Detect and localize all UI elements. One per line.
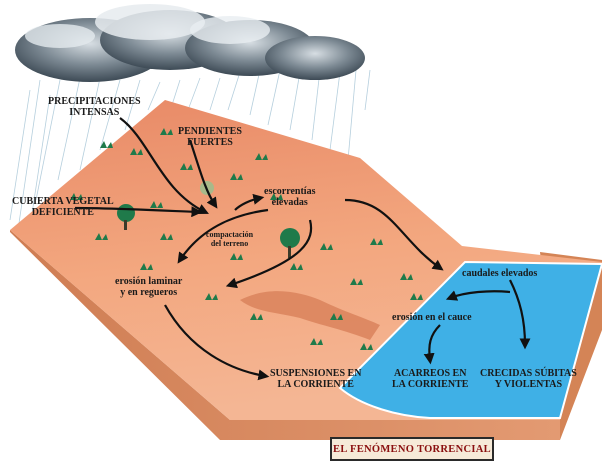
- arrow-compaction-to-escorrentias: [234, 193, 265, 211]
- arrow-erosion-cauce-to-acarreos: [423, 324, 441, 365]
- vegetation: [70, 128, 423, 350]
- label-caudales: caudales elevados: [462, 268, 538, 279]
- storm-cloud: [15, 4, 365, 82]
- arrow-caudales-to-crecidas: [509, 279, 531, 350]
- flow-arrows: [74, 117, 531, 381]
- arrow-pendientes-to-compaction: [188, 139, 218, 209]
- arrow-erosion-to-suspensiones: [164, 304, 270, 381]
- arrow-cubierta-to-compaction: [74, 206, 203, 218]
- gully: [240, 291, 380, 340]
- terrain-front-face: [10, 230, 560, 440]
- arrow-precip-to-compaction: [119, 117, 209, 215]
- arrow-escorrentias-to-compaction-loop: [177, 208, 269, 264]
- river-channel: [338, 260, 604, 419]
- rain: [9, 69, 371, 241]
- arrow-caudales-to-erosion-cauce: [445, 290, 511, 301]
- arrow-escorrentias-to-caudales: [344, 198, 444, 271]
- label-erosion-cauce: erosión en el cauce: [392, 312, 472, 323]
- diagram-title: EL FENÓMENO TORRENCIAL: [330, 437, 494, 461]
- arrow-escorrentias-down: [225, 219, 313, 289]
